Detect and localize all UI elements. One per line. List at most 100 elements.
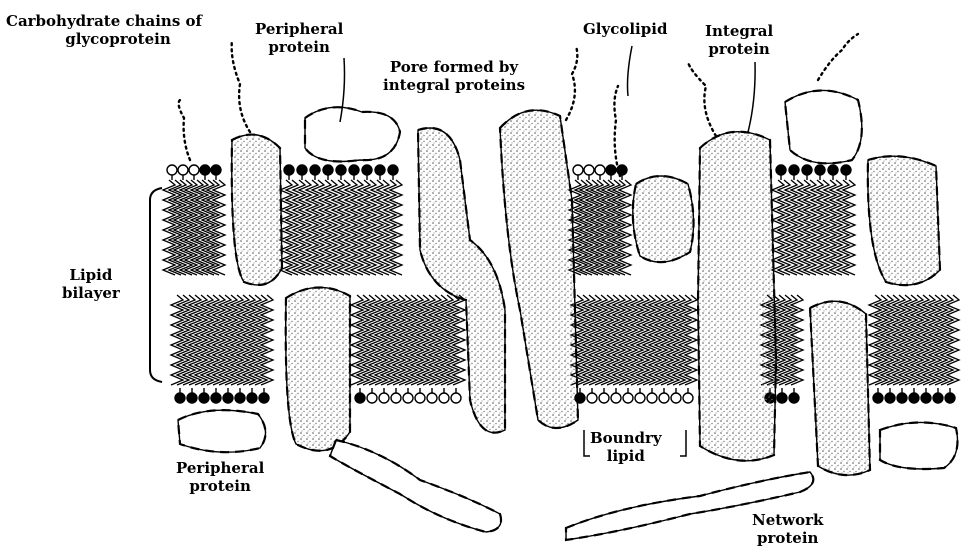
lipid-head	[671, 393, 681, 403]
lipid-head	[336, 165, 346, 175]
label-glycolipid-line1: Glycolipid	[583, 20, 667, 38]
lipid-head	[611, 393, 621, 403]
integral-protein-lower-right	[810, 301, 870, 475]
lipid-head	[815, 165, 825, 175]
label-pore: Pore formed by integral proteins	[383, 58, 525, 94]
proteins	[178, 90, 958, 540]
carbohydrate-chain-2	[232, 40, 250, 132]
label-carbohydrate-line1: Carbohydrate chains of	[6, 12, 202, 30]
lipid-head	[828, 165, 838, 175]
label-peripheral-bottom-line1: Peripheral	[176, 459, 264, 477]
lipid-tail	[351, 295, 363, 385]
lipid-head	[606, 165, 616, 175]
bilayer-bracket	[150, 188, 162, 382]
peripheral-protein-bottom	[178, 410, 266, 452]
lipid-head	[167, 165, 177, 175]
lipid-head	[647, 393, 657, 403]
lipid-tail	[390, 180, 402, 275]
lipid-head	[211, 165, 221, 175]
label-peripheral-protein-bottom: Peripheral protein	[176, 459, 264, 495]
lipid-head	[683, 393, 693, 403]
lipid-head	[189, 165, 199, 175]
lipid-head	[388, 165, 398, 175]
lipid-head	[897, 393, 907, 403]
lipid-head	[379, 393, 389, 403]
lipid-head	[375, 165, 385, 175]
integral-protein-right	[698, 132, 776, 461]
lipid-head	[223, 393, 233, 403]
lipid-tail	[869, 295, 881, 385]
lipid-head	[777, 393, 787, 403]
label-boundry-line2: lipid	[590, 447, 662, 465]
lipid-head	[247, 393, 257, 403]
lipid-head	[391, 393, 401, 403]
integral-protein-small	[633, 176, 694, 262]
lipid-head	[573, 165, 583, 175]
lipid-head	[789, 393, 799, 403]
lipid-head	[349, 165, 359, 175]
lipid-head	[403, 393, 413, 403]
lipid-head	[355, 393, 365, 403]
lipid-head	[933, 393, 943, 403]
lipid-tail	[171, 295, 183, 385]
lipid-tail	[843, 180, 855, 275]
pore-protein-left	[418, 128, 505, 433]
label-network-protein: Network protein	[752, 511, 823, 547]
lipid-head	[362, 165, 372, 175]
lipid-head	[187, 393, 197, 403]
label-peripheral-top-line2: protein	[255, 38, 343, 56]
lipid-head	[623, 393, 633, 403]
integral-protein-far-right	[868, 156, 940, 285]
leader-integral	[748, 62, 755, 132]
peripheral-protein-bottom-right	[880, 422, 958, 469]
lipid-head	[885, 393, 895, 403]
lipid-head	[841, 165, 851, 175]
lipid-head	[323, 165, 333, 175]
network-protein-left	[330, 440, 501, 532]
lipid-head	[310, 165, 320, 175]
lipid-head	[200, 165, 210, 175]
lipid-head	[921, 393, 931, 403]
label-peripheral-bottom-line2: protein	[176, 477, 264, 495]
label-lipid-bilayer: Lipid bilayer	[62, 266, 120, 302]
lipid-head	[367, 393, 377, 403]
lipid-head	[211, 393, 221, 403]
lipid-head	[873, 393, 883, 403]
label-lipid-line1: Lipid	[62, 266, 120, 284]
lipid-head	[297, 165, 307, 175]
lipid-head	[945, 393, 955, 403]
glycolipid-chain	[614, 86, 620, 176]
lipid-head	[284, 165, 294, 175]
label-pore-line1: Pore formed by	[383, 58, 525, 76]
lipid-head	[584, 165, 594, 175]
label-glycolipid: Glycolipid	[583, 20, 667, 38]
lipid-head	[595, 165, 605, 175]
carbohydrate-chain-3	[566, 46, 577, 120]
lipid-head	[415, 393, 425, 403]
label-integral-line1: Integral	[705, 22, 773, 40]
lipid-tail	[619, 180, 631, 275]
label-carbohydrate-chains: Carbohydrate chains of glycoprotein	[6, 12, 202, 48]
carbohydrate-chain-5	[818, 34, 858, 80]
lipid-head	[789, 165, 799, 175]
lipid-head	[439, 393, 449, 403]
label-peripheral-protein-top: Peripheral protein	[255, 20, 343, 56]
lipid-head	[178, 165, 188, 175]
lipid-head	[587, 393, 597, 403]
peripheral-protein-top-right	[785, 90, 862, 163]
lipid-head	[802, 165, 812, 175]
label-network-line2: protein	[752, 529, 823, 547]
lipid-head	[199, 393, 209, 403]
label-peripheral-top-line1: Peripheral	[255, 20, 343, 38]
lipid-head	[175, 393, 185, 403]
lipid-head	[635, 393, 645, 403]
label-boundry-line1: Boundry	[590, 429, 662, 447]
label-boundry-lipid: Boundry lipid	[590, 429, 662, 465]
lipid-head	[235, 393, 245, 403]
label-carbohydrate-line2: glycoprotein	[6, 30, 202, 48]
lipid-head	[909, 393, 919, 403]
boundry-bracket-right	[680, 430, 686, 456]
lipid-head	[776, 165, 786, 175]
carbohydrate-chain-4	[688, 62, 716, 136]
